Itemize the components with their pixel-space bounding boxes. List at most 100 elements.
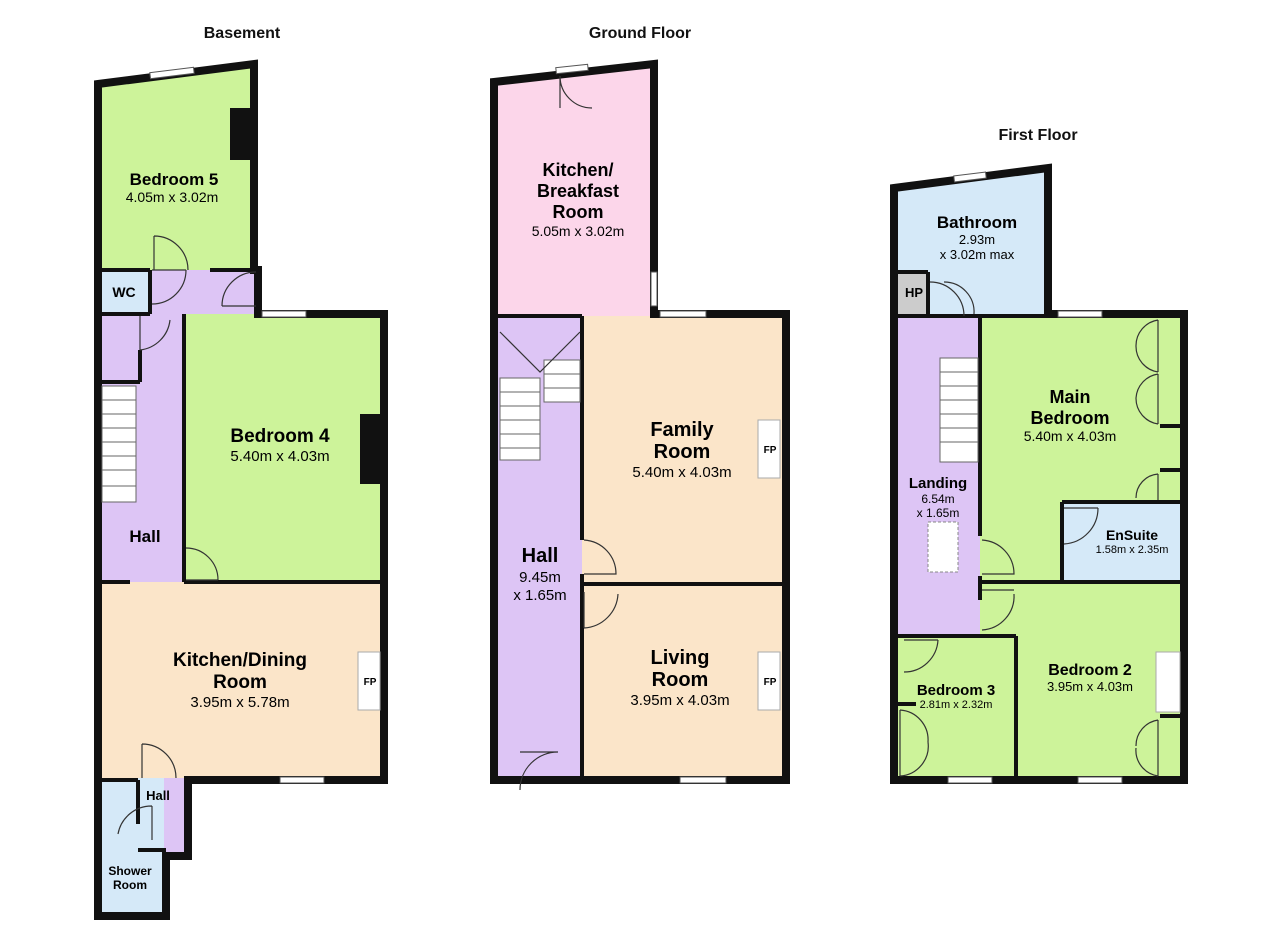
bedroom-2-name: Bedroom 2: [1048, 662, 1132, 679]
kitchen-breakfast-room: [494, 64, 654, 316]
hall-name: Hall: [522, 545, 559, 567]
chimney-breast: [360, 414, 382, 484]
window: [1077, 776, 1123, 784]
kitchen-dining-name-line1: Kitchen/Dining: [173, 650, 307, 671]
kitchen-breakfast-name-line2: Breakfast: [537, 181, 619, 201]
family-room-dims: 5.40m x 4.03m: [632, 464, 731, 481]
fireplace: [757, 651, 781, 711]
family-room-name-line2: Room: [654, 441, 711, 463]
door: [185, 547, 219, 581]
bathroom: [894, 168, 1048, 316]
hall-upper: [150, 270, 256, 314]
shower-room-name-line1: Shower: [108, 864, 152, 878]
fireplace: [357, 651, 381, 711]
bedroom-3-dims: 2.81m x 2.32m: [920, 699, 993, 711]
window: [947, 776, 993, 784]
landing-dims-line2: x 1.65m: [917, 506, 960, 520]
ground-outer-wall: [490, 59, 790, 784]
rooflight: [927, 521, 959, 573]
window: [261, 310, 307, 318]
living-room-name-line2: Room: [652, 669, 709, 691]
window: [1057, 310, 1103, 318]
window: [279, 776, 325, 784]
fireplace: [757, 419, 781, 479]
first-floor-title: First Floor: [998, 127, 1077, 144]
door: [981, 589, 1015, 631]
bedroom-4-name: Bedroom 4: [230, 426, 330, 447]
basement-floor: Basement: [94, 25, 388, 920]
hall-dims-line2: x 1.65m: [513, 587, 566, 604]
door: [153, 235, 189, 271]
window: [149, 66, 195, 80]
main-bedroom-name-line1: Main: [1049, 387, 1090, 407]
wardrobe: [899, 319, 1181, 777]
wc: [98, 270, 150, 314]
first-stairs: [939, 357, 979, 463]
shower-room-name-line2: Room: [113, 878, 147, 892]
kitchen-dining-dims: 3.95m x 5.78m: [190, 694, 289, 711]
bedroom-5-dims: 4.05m x 3.02m: [126, 189, 219, 205]
kitchen-dining-room: [98, 582, 384, 778]
window: [679, 776, 727, 784]
window: [953, 171, 987, 183]
bedroom-4: [184, 314, 384, 582]
bathroom-dims-line1: 2.93m: [959, 232, 995, 247]
kitchen-breakfast-name-line3: Room: [553, 202, 604, 222]
first-floor: First Floor: [890, 127, 1188, 784]
door: [141, 743, 177, 779]
main-bedroom-name-line2: Bedroom: [1030, 408, 1109, 428]
living-room-name-line1: Living: [651, 647, 710, 669]
shower-room: [98, 778, 164, 916]
chimney-breast: [230, 108, 252, 160]
door: [151, 269, 187, 305]
door: [929, 281, 975, 317]
basement-stairs: [101, 385, 137, 503]
bathroom-name: Bathroom: [937, 213, 1017, 232]
main-bedroom-dims: 5.40m x 4.03m: [1024, 428, 1117, 444]
door: [903, 639, 939, 673]
window: [659, 310, 707, 318]
ground-floor: Ground Floor: [490, 25, 790, 791]
bedroom-5-name: Bedroom 5: [130, 170, 219, 189]
basement-title: Basement: [204, 25, 281, 42]
door: [583, 592, 619, 629]
door: [559, 75, 593, 109]
landing-dims-line1: 6.54m: [921, 492, 954, 506]
ensuite-name: EnSuite: [1106, 527, 1158, 543]
first-outer-wall: [890, 163, 1188, 784]
ground-floor-title: Ground Floor: [589, 25, 691, 42]
bedroom-5: [98, 64, 254, 270]
fireplace-label: FP: [364, 677, 377, 688]
fireplace-label: FP: [764, 677, 777, 688]
kitchen-breakfast-name-line1: Kitchen/: [542, 160, 613, 180]
ensuite: [1062, 502, 1184, 582]
hp-name: HP: [905, 285, 923, 300]
living-room-dims: 3.95m x 4.03m: [630, 692, 729, 709]
ground-stairs: [499, 331, 581, 461]
family-room: [582, 316, 784, 584]
bedroom-3-name: Bedroom 3: [917, 682, 995, 699]
bedroom-4-dims: 5.40m x 4.03m: [230, 448, 329, 465]
landing-name: Landing: [909, 475, 967, 492]
door: [583, 539, 617, 575]
door: [1063, 507, 1099, 545]
window: [555, 63, 589, 75]
living-room: [582, 584, 784, 780]
kitchen-dining-name-line2: Room: [213, 672, 267, 693]
fireplace-label: FP: [764, 445, 777, 456]
family-room-name-line1: Family: [650, 419, 714, 441]
door: [139, 316, 171, 351]
kitchen-breakfast-dims: 5.05m x 3.02m: [532, 223, 625, 239]
wc-name: WC: [112, 284, 135, 300]
hall-dims-line1: 9.45m: [519, 569, 561, 586]
door: [519, 751, 559, 791]
ensuite-dims: 1.58m x 2.35m: [1096, 544, 1169, 556]
hall-name: Hall: [129, 527, 160, 546]
hall-2-name: Hall: [146, 788, 170, 803]
door: [221, 271, 257, 307]
door: [981, 539, 1015, 575]
window: [650, 271, 658, 307]
hp: [898, 272, 928, 314]
door: [117, 805, 153, 840]
